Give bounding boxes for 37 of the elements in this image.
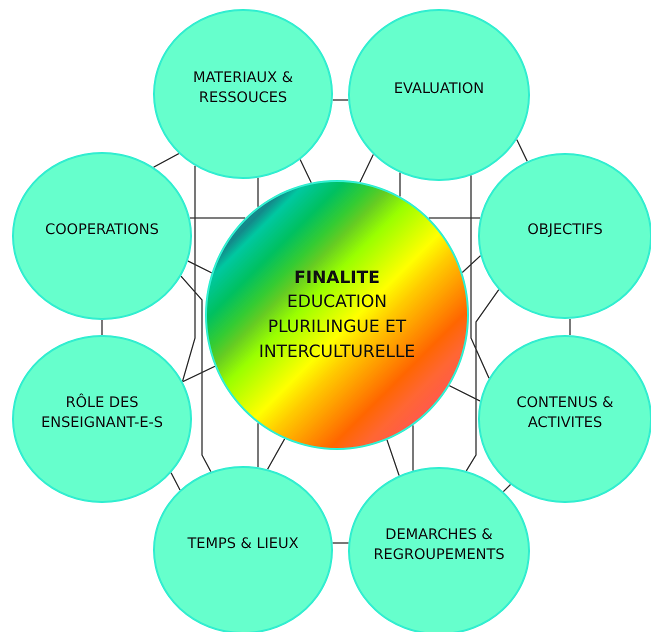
- circle-label: DEMARCHES & REGROUPEMENTS: [372, 526, 506, 565]
- connector-line: [180, 276, 212, 472]
- circle-label: RÔLE DES ENSEIGNANT-E-S: [40, 392, 164, 433]
- connector-line: [182, 366, 216, 382]
- connector-line: [412, 425, 414, 470]
- connector-line: [502, 484, 511, 492]
- circle-label: EDUCATION PLURILINGUE ET INTERCULTURELLE: [258, 291, 416, 364]
- connector-line: [359, 154, 374, 182]
- central-circle: [205, 180, 469, 450]
- connector-line: [332, 542, 348, 544]
- connector-line: [188, 260, 212, 274]
- connector-line: [386, 440, 400, 476]
- connector-line: [257, 178, 259, 207]
- circle-label: COOPERATIONS: [45, 220, 159, 240]
- connector-line: [516, 139, 528, 162]
- circle-label: MATERIAUX & RESSOUCES: [192, 68, 294, 108]
- connector-line: [182, 166, 196, 382]
- connector-line: [462, 255, 481, 273]
- connector-line: [190, 217, 246, 219]
- heading-text: FINALITE: [294, 266, 380, 290]
- connector-line: [399, 172, 401, 196]
- connector-line: [332, 99, 348, 101]
- circle-label: TEMPS & LIEUX: [187, 534, 299, 554]
- circle-label: CONTENUS & ACTIVITES: [516, 394, 614, 433]
- connector-line: [153, 153, 180, 168]
- circle-label: OBJECTIFS: [527, 220, 603, 240]
- connector-line: [569, 318, 571, 336]
- connector-line: [470, 176, 490, 378]
- circle-label: EVALUATION: [394, 80, 484, 99]
- connector-line: [466, 289, 500, 472]
- connector-line: [267, 438, 286, 470]
- connector-line: [300, 159, 312, 183]
- connector-line: [101, 320, 103, 335]
- connector-line: [449, 385, 480, 402]
- connector-line: [170, 472, 181, 490]
- connector-line: [428, 217, 480, 219]
- connector-line: [257, 423, 259, 468]
